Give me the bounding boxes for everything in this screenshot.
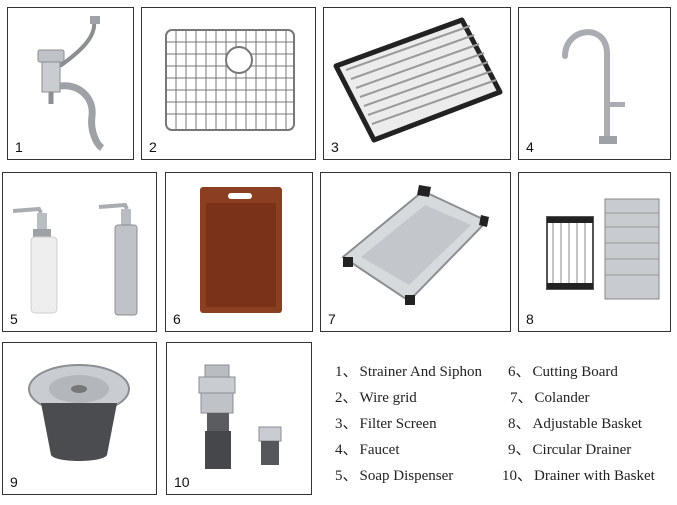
legend: 1、Strainer And Siphon 2、Wire grid 3、Filt…: [330, 354, 670, 494]
drainer-basket-icon: [198, 364, 282, 469]
panel-circular-drainer: 9: [2, 342, 157, 495]
legend-item-4: 4、Faucet: [335, 442, 400, 458]
item-number-5: 5: [10, 311, 18, 327]
item-number-6: 6: [173, 311, 181, 327]
item-number-3: 3: [331, 139, 339, 155]
legend-item-5: 5、Soap Dispenser: [335, 468, 454, 484]
panel-cutting-board: 6: [165, 172, 313, 332]
item-number-9: 9: [10, 474, 18, 490]
strainer-siphon-icon: [37, 16, 105, 151]
item-number-4: 4: [526, 139, 534, 155]
wire-grid-icon: [165, 29, 295, 131]
panel-drainer-basket: 10: [166, 342, 312, 495]
legend-item-9: 9、Circular Drainer: [508, 442, 632, 458]
faucet-icon: [562, 29, 625, 144]
item-number-10: 10: [174, 474, 190, 490]
legend-item-10: 10、Drainer with Basket: [502, 468, 655, 484]
legend-item-3: 3、Filter Screen: [335, 416, 437, 432]
legend-item-2: 2、Wire grid: [335, 390, 417, 406]
item-number-7: 7: [328, 311, 336, 327]
panel-soap-dispenser: 5: [2, 172, 157, 332]
circular-drainer-icon: [28, 364, 130, 461]
legend-item-6: 6、Cutting Board: [508, 364, 618, 380]
legend-item-7: 7、Colander: [510, 390, 590, 406]
panel-faucet: 4: [518, 7, 671, 160]
legend-item-1: 1、Strainer And Siphon: [335, 364, 483, 380]
adjustable-basket-icon: [546, 198, 660, 300]
colander-icon: [341, 185, 489, 305]
item-number-8: 8: [526, 311, 534, 327]
panel-filter-screen: 3: [323, 7, 511, 160]
soap-dispenser-icon: [12, 202, 138, 316]
item-number-1: 1: [15, 139, 23, 155]
panel-strainer-siphon: 1: [7, 7, 134, 160]
filter-screen-icon: [333, 17, 503, 143]
item-number-2: 2: [149, 139, 157, 155]
panel-adjustable-basket: 8: [518, 172, 671, 332]
panel-wire-grid: 2: [141, 7, 316, 160]
cutting-board-icon: [200, 187, 282, 313]
legend-item-8: 8、Adjustable Basket: [508, 416, 643, 432]
panel-colander: 7: [320, 172, 511, 332]
